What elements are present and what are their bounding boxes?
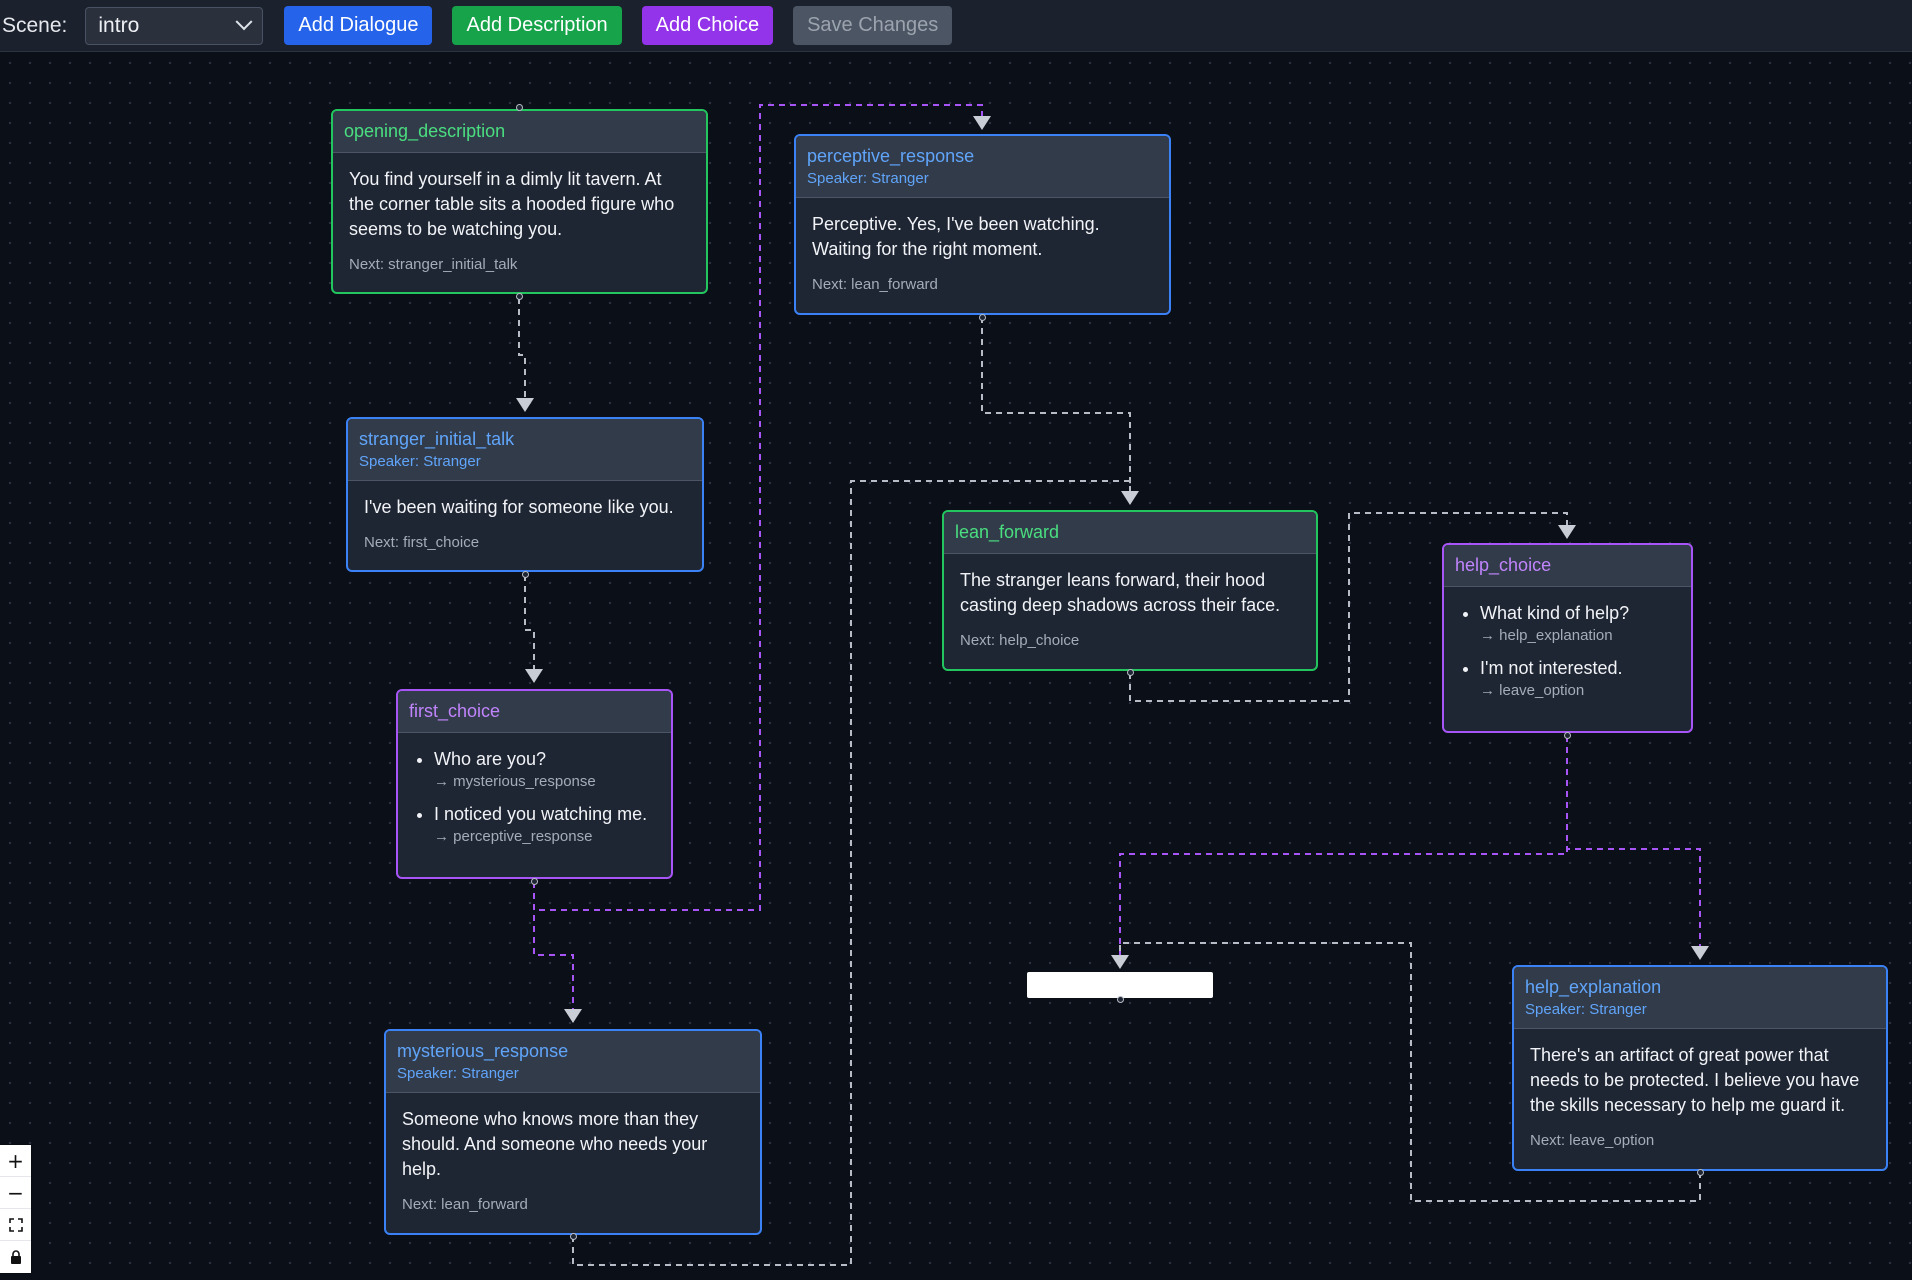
output-handle[interactable] [531, 878, 538, 885]
node-title: help_choice [1455, 555, 1552, 575]
node-opening-description[interactable]: opening_description You find yourself in… [331, 109, 708, 294]
output-handle[interactable] [1564, 732, 1571, 739]
node-header: opening_description [333, 111, 706, 153]
empty-node[interactable] [1027, 972, 1213, 998]
node-title: perceptive_response [807, 146, 975, 166]
node-speaker: Speaker: Stranger [397, 1065, 519, 1082]
choice-target: → leave_option [1480, 682, 1585, 699]
node-body: What kind of help? → help_explanation I'… [1444, 587, 1691, 723]
choice-item: Who are you? → mysterious_response [434, 747, 655, 792]
node-speaker: Speaker: Stranger [1525, 1001, 1647, 1018]
node-header: perceptive_response Speaker: Stranger [796, 136, 1169, 198]
node-help-choice[interactable]: help_choice What kind of help? → help_ex… [1442, 543, 1693, 733]
zoom-controls: + − [0, 1145, 31, 1273]
output-handle[interactable] [979, 314, 986, 321]
node-text: Someone who knows more than they should.… [402, 1109, 708, 1179]
choice-target: → help_explanation [1480, 627, 1613, 644]
scene-select[interactable]: intro [85, 6, 264, 45]
add-choice-button[interactable]: Add Choice [641, 6, 774, 45]
node-header: first_choice [398, 691, 671, 733]
node-next: Next: help_choice [960, 632, 1080, 649]
node-body: There's an artifact of great power that … [1514, 1029, 1886, 1165]
output-handle[interactable] [1117, 996, 1124, 1003]
choice-text: Who are you? [434, 749, 547, 769]
output-handle[interactable] [522, 571, 529, 578]
choice-text: I'm not interested. [1480, 658, 1623, 678]
node-text: The stranger leans forward, their hood c… [960, 570, 1281, 615]
choice-list: What kind of help? → help_explanation I'… [1460, 601, 1675, 701]
node-header: mysterious_response Speaker: Stranger [386, 1031, 760, 1093]
node-lean-forward[interactable]: lean_forward The stranger leans forward,… [942, 510, 1318, 671]
node-first-choice[interactable]: first_choice Who are you? → mysterious_r… [396, 689, 673, 879]
scene-select-value: intro [98, 13, 140, 37]
node-header: help_explanation Speaker: Stranger [1514, 967, 1886, 1029]
output-handle[interactable] [516, 293, 523, 300]
node-perceptive-response[interactable]: perceptive_response Speaker: Stranger Pe… [794, 134, 1171, 315]
zoom-in-button[interactable]: + [0, 1145, 31, 1177]
node-body: Someone who knows more than they should.… [386, 1093, 760, 1229]
choice-text: I noticed you watching me. [434, 804, 648, 824]
node-stranger-initial-talk[interactable]: stranger_initial_talk Speaker: Stranger … [346, 417, 704, 572]
lock-button[interactable] [0, 1241, 31, 1273]
choice-text: What kind of help? [1480, 603, 1630, 623]
add-dialogue-button[interactable]: Add Dialogue [284, 6, 433, 45]
node-title: stranger_initial_talk [359, 429, 515, 449]
node-body: Who are you? → mysterious_response I not… [398, 733, 671, 869]
choice-list: Who are you? → mysterious_response I not… [414, 747, 655, 847]
fit-view-icon [8, 1217, 23, 1232]
node-mysterious-response[interactable]: mysterious_response Speaker: Stranger So… [384, 1029, 762, 1235]
zoom-out-button[interactable]: − [0, 1177, 31, 1209]
node-body: Perceptive. Yes, I've been watching. Wai… [796, 198, 1169, 309]
choice-item: I'm not interested. → leave_option [1480, 656, 1675, 701]
choice-item: I noticed you watching me. → perceptive_… [434, 802, 655, 847]
node-body: I've been waiting for someone like you. … [348, 481, 702, 567]
node-header: lean_forward [944, 512, 1316, 554]
node-speaker: Speaker: Stranger [359, 453, 481, 470]
node-header: help_choice [1444, 545, 1691, 587]
node-title: help_explanation [1525, 977, 1662, 997]
node-body: The stranger leans forward, their hood c… [944, 554, 1316, 665]
node-text: I've been waiting for someone like you. [364, 497, 674, 517]
choice-item: What kind of help? → help_explanation [1480, 601, 1675, 646]
node-header: stranger_initial_talk Speaker: Stranger [348, 419, 702, 481]
node-text: Perceptive. Yes, I've been watching. Wai… [812, 214, 1100, 259]
save-changes-button[interactable]: Save Changes [793, 6, 953, 45]
add-description-button[interactable]: Add Description [452, 6, 622, 45]
node-title: lean_forward [955, 522, 1060, 542]
node-title: opening_description [344, 121, 506, 141]
node-text: You find yourself in a dimly lit tavern.… [349, 169, 675, 239]
output-handle[interactable] [1127, 669, 1134, 676]
node-next: Next: leave_option [1530, 1132, 1655, 1149]
fit-view-button[interactable] [0, 1209, 31, 1241]
chevron-down-icon [235, 12, 253, 30]
node-next: Next: lean_forward [402, 1196, 528, 1213]
node-next: Next: stranger_initial_talk [349, 256, 518, 273]
node-next: Next: lean_forward [812, 276, 938, 293]
input-handle[interactable] [516, 104, 523, 111]
node-next: Next: first_choice [364, 534, 480, 551]
node-title: first_choice [409, 701, 501, 721]
output-handle[interactable] [570, 1233, 577, 1240]
output-handle[interactable] [1697, 1169, 1704, 1176]
node-body: You find yourself in a dimly lit tavern.… [333, 153, 706, 289]
lock-icon [10, 1250, 21, 1264]
toolbar: Scene: intro Add Dialogue Add Descriptio… [0, 0, 1912, 52]
node-help-explanation[interactable]: help_explanation Speaker: Stranger There… [1512, 965, 1888, 1171]
choice-target: → mysterious_response [434, 773, 596, 790]
node-text: There's an artifact of great power that … [1530, 1045, 1860, 1115]
node-speaker: Speaker: Stranger [807, 170, 929, 187]
node-title: mysterious_response [397, 1041, 569, 1061]
scene-label: Scene: [2, 13, 68, 37]
choice-target: → perceptive_response [434, 828, 593, 845]
